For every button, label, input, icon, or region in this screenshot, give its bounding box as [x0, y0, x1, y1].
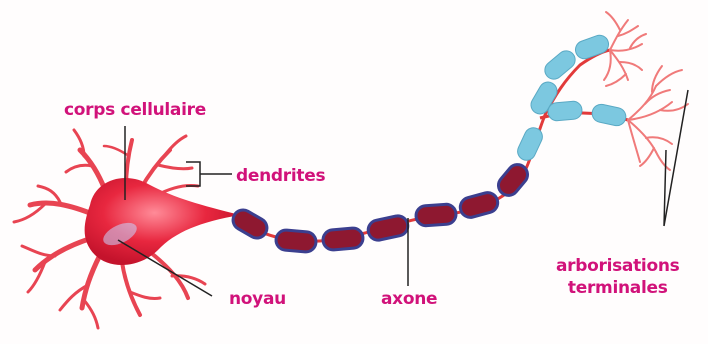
label-dendrites: dendrites	[236, 166, 325, 186]
leader-noyau	[118, 240, 212, 296]
label-axone: axone	[381, 289, 437, 309]
label-corps-cellulaire: corps cellulaire	[64, 100, 206, 120]
label-noyau: noyau	[229, 289, 286, 309]
terminal-arborizations	[604, 12, 688, 170]
leader-dendrites	[186, 162, 232, 186]
label-arborisations-line2: terminales	[556, 277, 679, 299]
label-arborisations-line1: arborisations	[556, 255, 679, 277]
label-arborisations-terminales: arborisations terminales	[556, 255, 679, 299]
cell-body	[85, 178, 240, 265]
